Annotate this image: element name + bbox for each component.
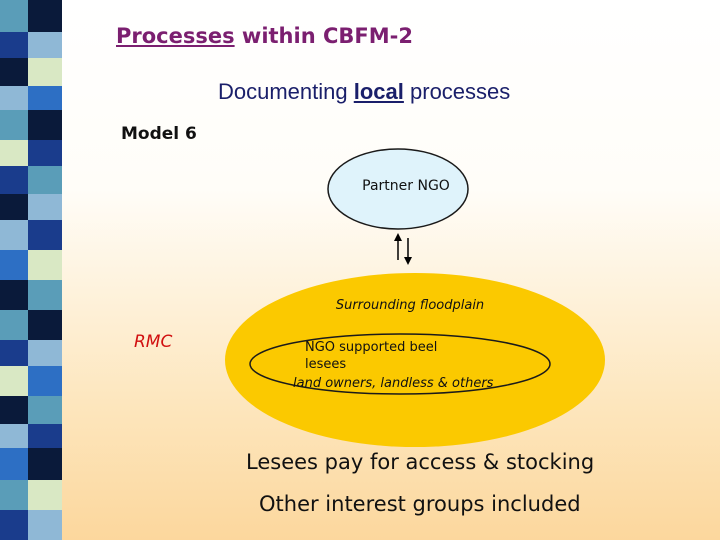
inner-line-3: land owners, landless & others [293,376,494,391]
arrow-up-head [394,233,402,241]
note-interest-groups: Other interest groups included [259,492,581,516]
inner-group-ellipse [249,333,551,395]
partner-ngo-label: Partner NGO [362,178,450,194]
bidirectional-arrow [394,233,412,265]
title-underlined-word: Processes [116,24,235,48]
arrow-down-head [404,257,412,265]
title-rest: within CBFM-2 [234,24,413,48]
subtitle-after: processes [403,79,511,104]
floodplain-label: Surrounding floodplain [336,298,484,313]
subtitle: Documenting local processes [218,79,510,105]
rmc-label: RMC [134,332,172,352]
subtitle-before: Documenting [218,79,354,104]
inner-line-2: lesees [305,357,346,372]
subtitle-underlined-word: local [353,79,404,104]
model-label: Model 6 [121,124,197,144]
partner-ngo-ellipse [327,148,469,230]
decorative-side-strip [0,0,62,540]
floodplain-ellipse [225,273,605,447]
page-title: Processes within CBFM-2 [116,24,413,48]
note-access-stocking: Lesees pay for access & stocking [246,450,595,474]
inner-line-1: NGO supported beel [305,340,437,355]
